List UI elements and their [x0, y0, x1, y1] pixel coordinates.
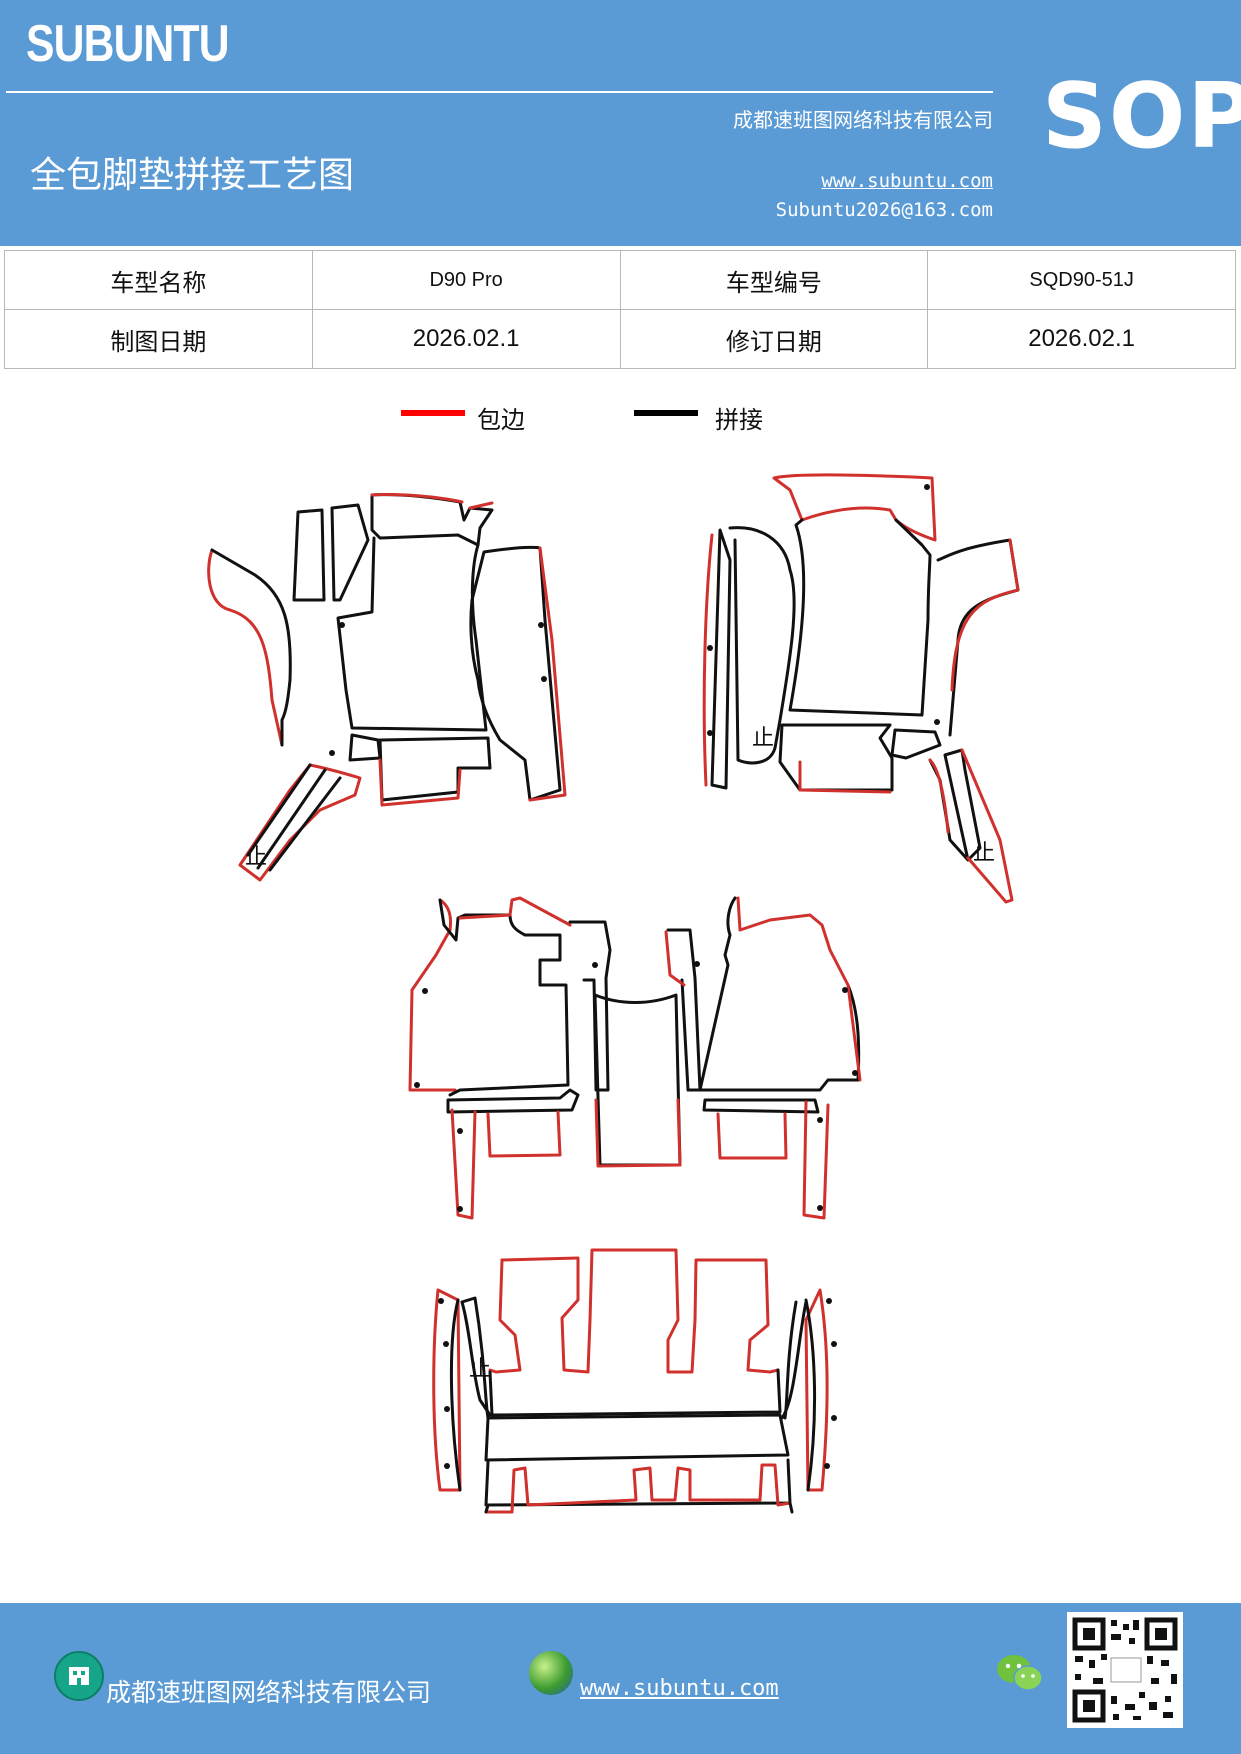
table-row: 制图日期 2026.02.1 修订日期 2026.02.1 [4, 309, 1236, 369]
mat-piece [950, 538, 1020, 692]
mat-piece [207, 548, 284, 747]
sop-badge: SOP [1042, 64, 1241, 169]
mat-piece [594, 1098, 682, 1168]
mat-piece [736, 896, 862, 1082]
model-name-value: D90 Pro [311, 250, 621, 310]
rear-row-mats [432, 1248, 829, 1514]
mat-piece [702, 1098, 820, 1114]
mat-piece [802, 1100, 830, 1220]
mat-piece [238, 763, 362, 882]
vehicle-info-table: 车型名称 D90 Pro 车型编号 SQD90-51J 制图日期 2026.02… [4, 250, 1236, 369]
mat-piece [702, 533, 714, 787]
footer-company-name: 成都速班图网络科技有限公司 [106, 1678, 432, 1707]
legend-edge-swatch [401, 410, 465, 416]
qr-code-icon [1067, 1612, 1183, 1728]
mat-piece [484, 1463, 792, 1514]
mat-piece [528, 546, 567, 802]
model-code-label: 车型编号 [619, 250, 929, 310]
mat-piece [798, 760, 892, 794]
website-link[interactable]: www.subuntu.com [821, 170, 993, 192]
company-name: 成都速班图网络科技有限公司 [733, 108, 993, 132]
mat-piece [788, 518, 932, 717]
legend-edge-label: 包边 [477, 406, 525, 434]
mat-piece [783, 1300, 798, 1420]
globe-icon [529, 1651, 573, 1695]
stop-mark: 止 [245, 845, 267, 870]
mat-piece [804, 1288, 829, 1492]
mat-piece [408, 898, 457, 1092]
draw-date-label: 制图日期 [4, 309, 313, 369]
front-right-mats [702, 473, 1020, 904]
mat-piece [664, 930, 686, 987]
mat-piece [432, 1288, 462, 1492]
mat-piece [378, 758, 462, 807]
model-code-value: SQD90-51J [927, 250, 1236, 310]
legend-seam-swatch [634, 410, 698, 416]
mat-piece [568, 920, 612, 1092]
stop-mark: 止 [469, 1357, 491, 1382]
draw-date-value: 2026.02.1 [311, 309, 621, 369]
mat-piece [716, 1112, 788, 1160]
mat-piece [960, 748, 1014, 904]
brand-logo: SUBUNTU [26, 15, 230, 73]
mat-piece [460, 1296, 490, 1420]
footer-website-link[interactable]: www.subuntu.com [580, 1676, 779, 1701]
model-name-label: 车型名称 [4, 250, 313, 310]
header-divider [6, 91, 993, 93]
mat-piece [210, 548, 292, 747]
mat-piece [778, 723, 894, 792]
page-title: 全包脚垫拼接工艺图 [30, 155, 355, 196]
mat-piece [484, 1501, 794, 1514]
email-text: Subuntu2026@163.com [775, 199, 993, 221]
revise-date-label: 修订日期 [619, 309, 929, 369]
mat-piece [446, 1088, 580, 1114]
mat-piece [484, 1413, 790, 1462]
table-row: 车型名称 D90 Pro 车型编号 SQD90-51J [4, 250, 1236, 310]
stop-mark: 止 [973, 841, 995, 866]
mat-piece [246, 763, 342, 872]
mat-piece [710, 528, 732, 790]
mat-piece [370, 492, 494, 510]
mat-piece [458, 896, 572, 927]
mat-piece [348, 733, 382, 762]
mat-piece [772, 473, 937, 542]
footer-banner: 成都速班图网络科技有限公司 www.subuntu.com [0, 1603, 1241, 1754]
mat-piece [928, 758, 950, 834]
legend: 包边 拼接 [0, 400, 1241, 440]
stop-mark: 止 [752, 726, 774, 751]
mat-piece [484, 1458, 792, 1507]
mat-piece [500, 1248, 780, 1374]
mat-piece [666, 928, 702, 1092]
middle-row-mats [408, 896, 862, 1220]
mat-piece [378, 736, 492, 802]
mat-piece [936, 538, 1020, 737]
mat-piece [450, 1108, 477, 1220]
wechat-icon[interactable] [996, 1653, 1044, 1693]
mount-holes [329, 484, 940, 1469]
mat-piece [890, 728, 942, 760]
mat-piece [469, 545, 562, 802]
mat-piece [449, 1298, 492, 1492]
mat-piece [292, 508, 326, 602]
mat-piece [438, 898, 570, 1097]
mat-piece [336, 536, 488, 732]
revise-date-value: 2026.02.1 [927, 309, 1236, 369]
mat-piece [593, 993, 682, 1167]
mat-piece [488, 1258, 522, 1374]
mat-piece [698, 896, 861, 1092]
mat-piece [486, 1110, 562, 1158]
floor-mat-diagram: 止 止 止 止 [207, 473, 1020, 1514]
legend-seam-label: 拼接 [715, 406, 763, 434]
front-left-mats [207, 492, 567, 882]
mat-piece [488, 1368, 782, 1417]
building-icon [54, 1651, 104, 1701]
mat-piece [728, 526, 796, 765]
mat-piece [330, 503, 370, 602]
mat-piece [370, 493, 494, 547]
header-banner: SUBUNTU 成都速班图网络科技有限公司 全包脚垫拼接工艺图 www.subu… [0, 0, 1241, 246]
